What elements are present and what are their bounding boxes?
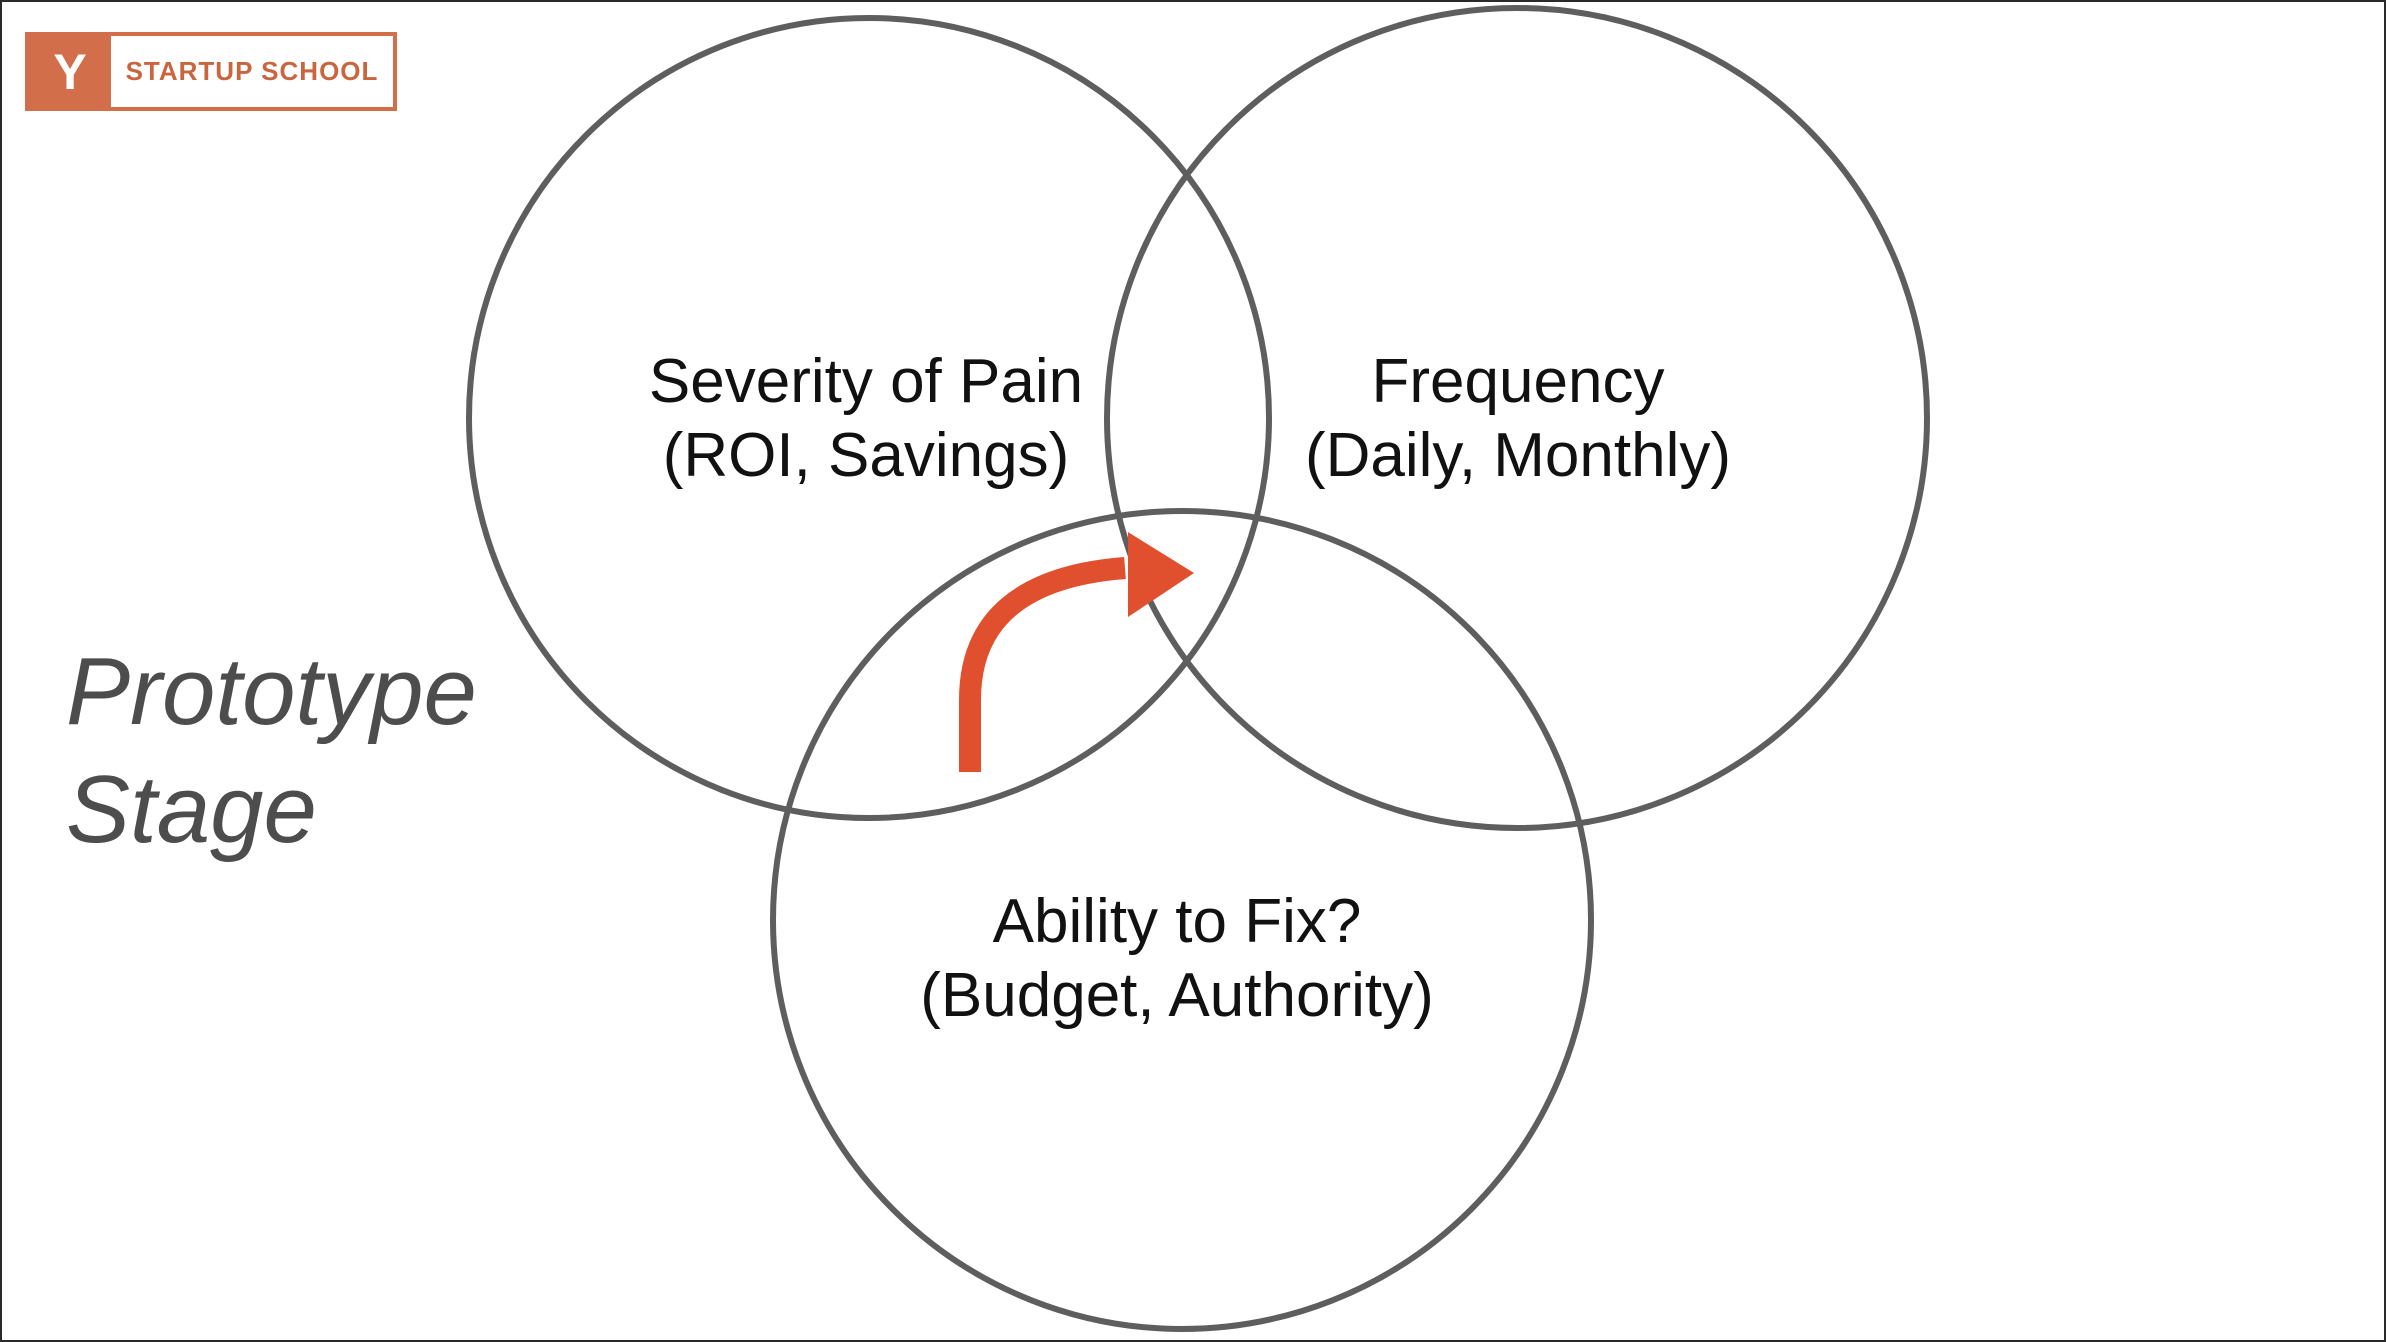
ability-subtitle: (Budget, Authority)	[920, 961, 1434, 1030]
severity-circle	[466, 15, 1272, 821]
frequency-title: Frequency	[1372, 347, 1665, 416]
frequency-subtitle: (Daily, Monthly)	[1305, 421, 1731, 490]
startup-school-logo: Y STARTUP SCHOOL	[25, 32, 397, 111]
stage-line-2: Stage	[66, 756, 317, 863]
severity-title: Severity of Pain	[649, 347, 1083, 416]
logo-text: STARTUP SCHOOL	[125, 56, 379, 86]
severity-subtitle: (ROI, Savings)	[663, 421, 1070, 490]
ability-title: Ability to Fix?	[993, 887, 1362, 956]
y-logo-icon: Y	[29, 36, 111, 107]
stage-line-1: Prototype	[66, 638, 477, 745]
curved-arrow-icon	[959, 532, 1194, 772]
frequency-circle	[1104, 5, 1930, 831]
ability-circle	[770, 508, 1594, 1332]
